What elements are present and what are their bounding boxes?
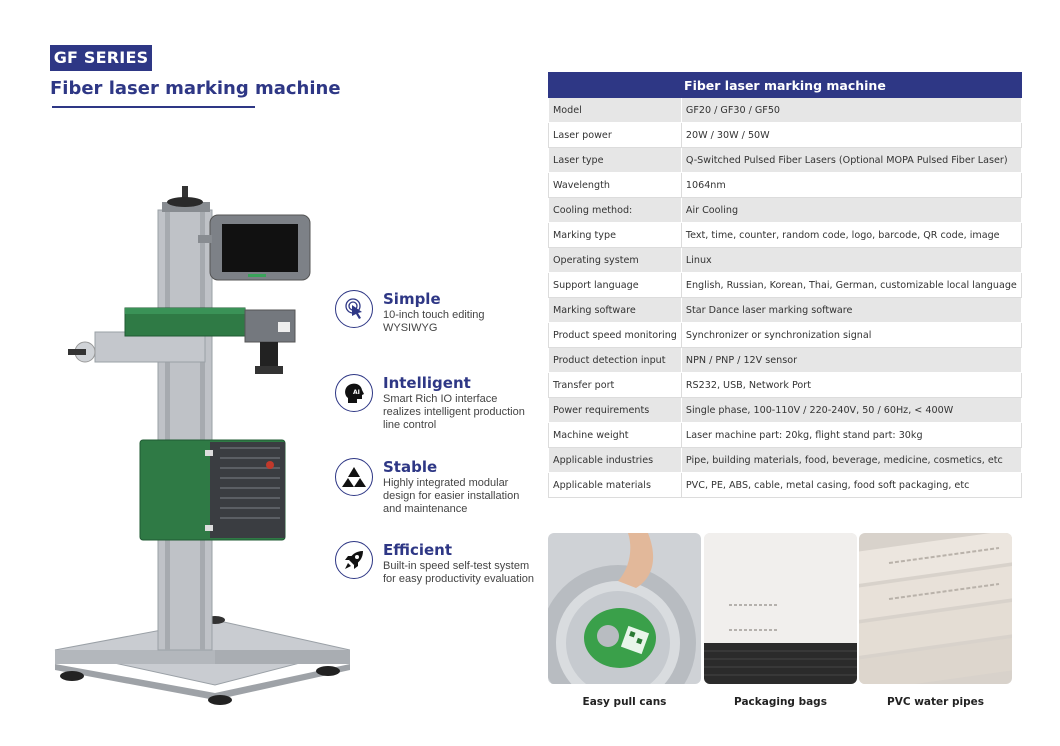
spec-key: Cooling method: bbox=[548, 197, 682, 223]
spec-key: Marking type bbox=[548, 222, 682, 248]
feature-description: Built-in speed self-test system for easy… bbox=[383, 560, 535, 585]
spec-value: PVC, PE, ABS, cable, metal casing, food … bbox=[680, 472, 1022, 498]
spec-value: Text, time, counter, random code, logo, … bbox=[680, 222, 1022, 248]
spec-value: Q-Switched Pulsed Fiber Lasers (Optional… bbox=[680, 147, 1022, 173]
triangle-stack-icon bbox=[335, 458, 373, 496]
sample-photo-cans bbox=[548, 533, 701, 684]
spec-value: NPN / PNP / 12V sensor bbox=[680, 347, 1022, 373]
spec-value: Linux bbox=[680, 247, 1022, 273]
spec-key: Product speed monitoring bbox=[548, 322, 682, 348]
spec-value: 1064nm bbox=[680, 172, 1022, 198]
spec-value: RS232, USB, Network Port bbox=[680, 372, 1022, 398]
sample-caption: PVC water pipes bbox=[887, 696, 984, 708]
feature-name: Efficient bbox=[383, 541, 453, 559]
spec-value: Star Dance laser marking software bbox=[680, 297, 1022, 323]
spec-key: Applicable industries bbox=[548, 447, 682, 473]
spec-value: Synchronizer or synchronization signal bbox=[680, 322, 1022, 348]
spec-value: Air Cooling bbox=[680, 197, 1022, 223]
laser-machine-illustration bbox=[54, 186, 350, 705]
laser-source-cabinet bbox=[139, 439, 286, 541]
series-badge: GF SERIES bbox=[50, 45, 152, 71]
feature-name: Intelligent bbox=[383, 374, 471, 392]
spec-key: Applicable materials bbox=[548, 472, 682, 498]
feature-description: Highly integrated modular design for eas… bbox=[383, 477, 520, 515]
spec-key: Product detection input bbox=[548, 347, 682, 373]
spec-value: GF20 / GF30 / GF50 bbox=[680, 97, 1022, 123]
sample-photo-pipes bbox=[859, 533, 1012, 684]
spec-key: Power requirements bbox=[548, 397, 682, 423]
rocket-icon bbox=[335, 541, 373, 579]
spec-key: Model bbox=[548, 97, 682, 123]
spec-key: Support language bbox=[548, 272, 682, 298]
spec-key: Machine weight bbox=[548, 422, 682, 448]
spec-value: Pipe, building materials, food, beverage… bbox=[680, 447, 1022, 473]
table-row: Cooling method:Air Cooling bbox=[548, 197, 1022, 223]
spec-key: Laser power bbox=[548, 122, 682, 148]
spec-table-title: Fiber laser marking machine bbox=[548, 72, 1022, 98]
spec-value: Single phase, 100-110V / 220-240V, 50 / … bbox=[680, 397, 1022, 423]
spec-key: Wavelength bbox=[548, 172, 682, 198]
sample-caption: Packaging bags bbox=[734, 696, 827, 708]
spec-key: Marking software bbox=[548, 297, 682, 323]
title-underline bbox=[52, 106, 255, 108]
spec-key: Laser type bbox=[548, 147, 682, 173]
sample-caption: Easy pull cans bbox=[582, 696, 667, 708]
spec-key: Transfer port bbox=[548, 372, 682, 398]
feature-name: Stable bbox=[383, 458, 438, 476]
feature-description: 10-inch touch editing WYSIWYG bbox=[383, 309, 485, 334]
svg-text:AI: AI bbox=[353, 389, 360, 396]
sample-photo-bags bbox=[704, 533, 857, 684]
touch-icon bbox=[335, 290, 373, 328]
machine-base bbox=[54, 616, 350, 705]
spec-key: Operating system bbox=[548, 247, 682, 273]
ai-head-icon: AI bbox=[335, 374, 373, 412]
spec-value: 20W / 30W / 50W bbox=[680, 122, 1022, 148]
touch-screen bbox=[198, 214, 311, 281]
spec-value: English, Russian, Korean, Thai, German, … bbox=[680, 272, 1022, 298]
page-title: Fiber laser marking machine bbox=[50, 78, 341, 99]
feature-name: Simple bbox=[383, 290, 441, 308]
spec-value: Laser machine part: 20kg, flight stand p… bbox=[680, 422, 1022, 448]
feature-description: Smart Rich IO interface realizes intelli… bbox=[383, 393, 525, 431]
